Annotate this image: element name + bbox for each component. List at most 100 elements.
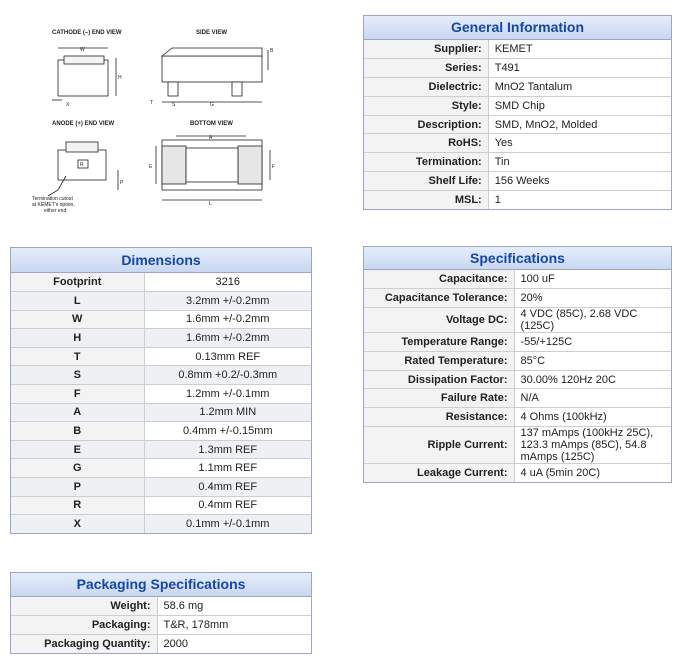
row-value: 1.2mm MIN xyxy=(144,403,311,423)
row-label: Dielectric: xyxy=(364,77,489,97)
table-row: Series:T491 xyxy=(364,58,671,79)
dim-b: B xyxy=(270,48,274,54)
row-label: H xyxy=(11,328,145,348)
dimensions-title: Dimensions xyxy=(11,248,311,273)
row-label: Series: xyxy=(364,58,489,79)
row-label: Temperature Range: xyxy=(364,332,515,352)
row-value: 100 uF xyxy=(514,270,671,290)
table-row: Capacitance Tolerance:20% xyxy=(364,288,671,309)
row-value: 0.13mm REF xyxy=(144,347,311,367)
row-value: 30.00% 120Hz 20C xyxy=(514,370,671,390)
row-label: S xyxy=(11,365,145,386)
anode-label: ANODE (+) END VIEW xyxy=(52,121,115,127)
table-row: Packaging Quantity:2000 xyxy=(11,634,311,654)
table-row: Supplier:KEMET xyxy=(364,40,671,60)
packaging-title: Packaging Specifications xyxy=(11,573,311,597)
row-label: E xyxy=(11,440,145,460)
dim-s: S xyxy=(172,102,176,108)
row-value: SMD, MnO2, Molded xyxy=(488,115,671,135)
row-value: MnO2 Tantalum xyxy=(488,77,671,97)
row-label: Voltage DC: xyxy=(364,307,515,334)
row-label: Description: xyxy=(364,115,489,135)
row-value: 1.6mm +/-0.2mm xyxy=(144,328,311,348)
row-value: -55/+125C xyxy=(514,332,671,352)
row-value: Yes xyxy=(488,133,671,154)
row-label: Footprint xyxy=(11,273,145,293)
row-label: Packaging Quantity: xyxy=(11,634,158,654)
table-row: Temperature Range:-55/+125C xyxy=(364,332,671,352)
table-row: Resistance:4 Ohms (100kHz) xyxy=(364,407,671,428)
row-label: Termination: xyxy=(364,152,489,173)
table-row: RoHS:Yes xyxy=(364,133,671,154)
mechanical-drawing: CATHODE (–) END VIEW SIDE VIEW ANODE (+)… xyxy=(32,30,275,214)
bottom-label: BOTTOM VIEW xyxy=(190,121,233,127)
dim-r: R xyxy=(80,162,84,168)
row-value: KEMET xyxy=(488,40,671,60)
row-value: 85°C xyxy=(514,351,671,371)
row-value: 1.3mm REF xyxy=(144,440,311,460)
table-row: Failure Rate:N/A xyxy=(364,388,671,409)
table-row: Shelf Life:156 Weeks xyxy=(364,171,671,191)
termination-note-1: Termination cutout xyxy=(32,196,73,202)
row-value: T491 xyxy=(488,58,671,79)
termination-note-2: at KEMET's option, xyxy=(32,202,75,208)
row-value: 1.2mm +/-0.1mm xyxy=(144,384,311,404)
row-label: Supplier: xyxy=(364,40,489,60)
row-value: 4 Ohms (100kHz) xyxy=(514,407,671,428)
row-label: R xyxy=(11,496,145,516)
row-label: MSL: xyxy=(364,190,489,210)
table-row: Packaging:T&R, 178mm xyxy=(11,615,311,636)
row-label: Capacitance Tolerance: xyxy=(364,288,515,309)
dim-l: L xyxy=(209,201,212,207)
row-value: 0.1mm +/-0.1mm xyxy=(144,514,311,534)
cathode-body xyxy=(57,59,109,97)
dim-t: T xyxy=(150,100,153,106)
row-label: Ripple Current: xyxy=(364,426,515,465)
row-value: 0.4mm REF xyxy=(144,496,311,516)
table-row: Weight:58.6 mg xyxy=(11,597,311,617)
dim-w: W xyxy=(80,47,85,53)
table-row: Ripple Current:137 mAmps (100kHz 25C), 1… xyxy=(364,426,671,465)
row-label: Shelf Life: xyxy=(364,171,489,191)
table-row: Voltage DC:4 VDC (85C), 2.68 VDC (125C) xyxy=(364,307,671,334)
row-label: W xyxy=(11,310,145,330)
row-label: L xyxy=(11,291,145,311)
dim-h: H xyxy=(118,75,122,81)
dim-g: G xyxy=(210,102,214,108)
row-value: 3.2mm +/-0.2mm xyxy=(144,291,311,311)
row-label: Dissipation Factor: xyxy=(364,370,515,390)
row-label: Leakage Current: xyxy=(364,463,515,483)
termination-note-3: either end xyxy=(44,208,66,214)
row-label: Rated Temperature: xyxy=(364,351,515,371)
table-row: Description:SMD, MnO2, Molded xyxy=(364,115,671,135)
side-label: SIDE VIEW xyxy=(196,30,227,36)
row-value: 1.1mm REF xyxy=(144,458,311,479)
row-label: Resistance: xyxy=(364,407,515,428)
row-label: RoHS: xyxy=(364,133,489,154)
table-row: MSL:1 xyxy=(364,190,671,210)
table-row: Dissipation Factor:30.00% 120Hz 20C xyxy=(364,370,671,390)
row-value: 20% xyxy=(514,288,671,309)
row-label: G xyxy=(11,458,145,479)
table-row: Termination:Tin xyxy=(364,152,671,173)
row-value: 0.4mm REF xyxy=(144,477,311,497)
row-label: F xyxy=(11,384,145,404)
row-value: 0.8mm +0.2/-0.3mm xyxy=(144,365,311,386)
side-body xyxy=(161,55,263,83)
